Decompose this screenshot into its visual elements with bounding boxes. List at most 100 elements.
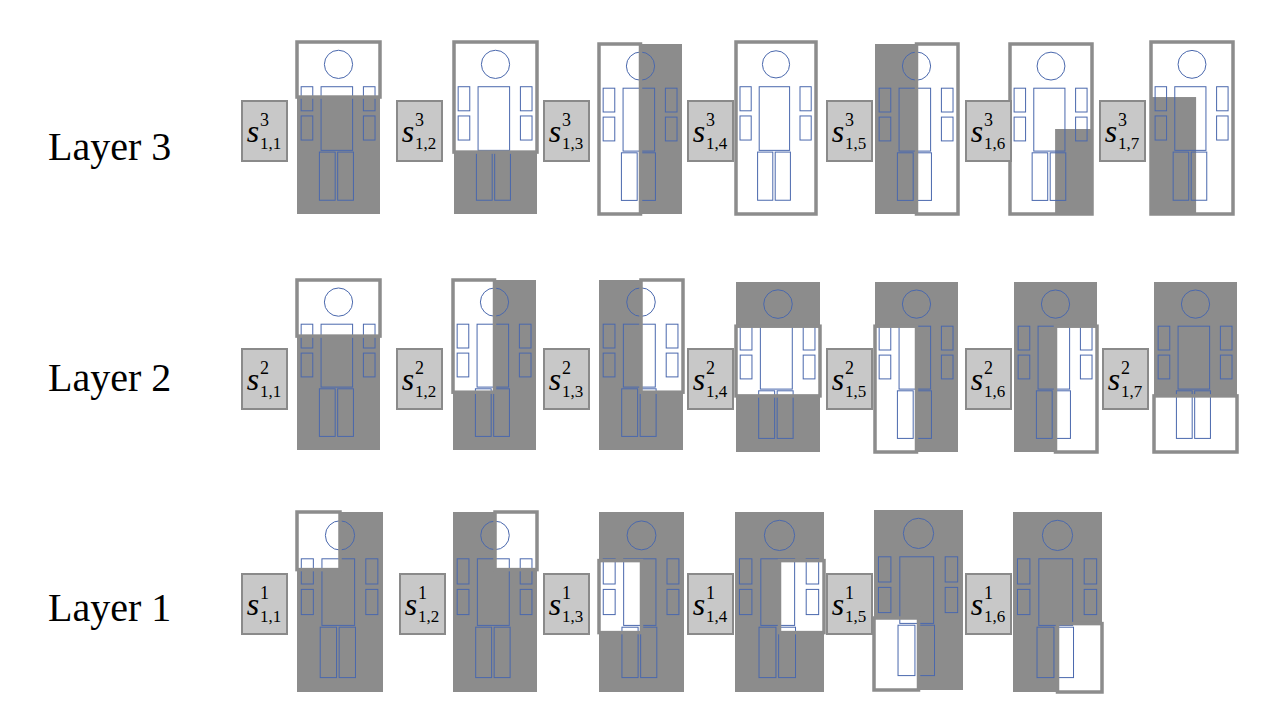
body-part-outline — [495, 152, 511, 200]
highlight-region — [736, 42, 816, 214]
body-part-outline — [1018, 355, 1030, 379]
body-part-outline — [519, 353, 531, 377]
body-part-outline — [603, 324, 615, 348]
state-box: s11,5 — [826, 573, 873, 635]
state-symbol: s — [402, 115, 414, 147]
body-part-outline — [1217, 87, 1228, 111]
state-box: s31,7 — [1099, 100, 1146, 162]
index-stack: 21,5 — [845, 359, 866, 400]
layer-index: 1 — [706, 584, 715, 602]
state-box: s11,1 — [241, 573, 288, 635]
position-index: 1,2 — [415, 135, 436, 152]
state-box: s31,2 — [396, 100, 443, 162]
position-index: 1,3 — [562, 608, 583, 625]
body-part-outline — [320, 627, 336, 677]
index-stack: 11,2 — [418, 584, 439, 625]
body-part-outline — [739, 589, 751, 614]
highlight-region — [1154, 396, 1237, 452]
body-part-outline — [478, 87, 510, 151]
body-figure — [297, 42, 380, 214]
body-part-outline — [803, 355, 815, 379]
position-index: 1,4 — [706, 135, 727, 152]
body-part-outline — [900, 557, 934, 624]
body-part-outline — [740, 326, 752, 350]
layer-index: 2 — [562, 359, 571, 377]
index-stack: 11,3 — [562, 584, 583, 625]
state-box: s21,5 — [826, 348, 873, 410]
body-part-outline — [1155, 116, 1166, 140]
highlight-border — [1151, 42, 1233, 214]
position-index: 1,7 — [1118, 135, 1139, 152]
index-stack: 31,2 — [415, 111, 436, 152]
layer-index: 2 — [1121, 359, 1130, 377]
position-index: 1,2 — [418, 608, 439, 625]
state-symbol: s — [693, 363, 705, 395]
body-figure — [297, 512, 383, 692]
body-part-outline — [321, 324, 353, 387]
body-figure — [875, 282, 958, 452]
body-part-outline — [457, 353, 469, 377]
body-part-outline — [878, 557, 890, 582]
position-index: 1,1 — [260, 608, 281, 625]
body-part-outline — [775, 152, 790, 200]
body-part-outline — [1084, 589, 1096, 614]
body-part-outline — [457, 324, 469, 348]
position-index: 1,4 — [706, 383, 727, 400]
head-outline — [324, 288, 352, 316]
body-part-outline — [301, 116, 313, 140]
grey-background — [453, 280, 536, 450]
body-part-outline — [800, 87, 811, 111]
state-symbol: s — [247, 363, 259, 395]
head-outline — [764, 290, 793, 319]
head-outline — [324, 50, 352, 78]
head-outline — [1042, 520, 1072, 550]
state-box: s11,4 — [687, 573, 734, 635]
position-index: 1,5 — [845, 608, 866, 625]
highlight-border — [297, 512, 340, 570]
highlight-region — [1151, 42, 1233, 214]
layer-label: Layer 3 — [48, 125, 171, 169]
body-part-outline — [603, 589, 615, 614]
body-part-outline — [803, 326, 815, 350]
body-part-outline — [941, 326, 953, 350]
body-part-outline — [622, 389, 638, 437]
body-part-outline — [475, 389, 491, 437]
highlight-region — [736, 326, 820, 396]
index-stack: 21,2 — [415, 359, 436, 400]
body-figure — [599, 280, 683, 450]
index-stack: 11,4 — [706, 584, 727, 625]
state-box: s21,3 — [543, 348, 590, 410]
body-part-outline — [519, 324, 531, 348]
body-part-outline — [603, 117, 615, 141]
body-part-outline — [338, 152, 354, 200]
body-part-outline — [1084, 559, 1096, 584]
highlight-border — [641, 280, 683, 392]
state-box: s31,5 — [826, 100, 873, 162]
layer-index: 2 — [845, 359, 854, 377]
highlight-border — [917, 44, 959, 214]
layer-index: 3 — [706, 111, 715, 129]
body-part-outline — [301, 559, 313, 584]
body-part-outline — [1017, 559, 1029, 584]
state-box: s21,6 — [965, 348, 1012, 410]
body-figure — [735, 512, 824, 692]
layer-index: 1 — [562, 584, 571, 602]
body-part-outline — [1018, 326, 1030, 350]
index-stack: 31,1 — [260, 111, 281, 152]
state-symbol: s — [693, 115, 705, 147]
body-figure — [297, 280, 380, 450]
body-part-outline — [1039, 559, 1073, 626]
grey-background — [1151, 42, 1233, 214]
body-figure — [1154, 282, 1237, 452]
body-part-outline — [1076, 88, 1087, 112]
body-part-outline — [897, 391, 913, 439]
highlight-border — [875, 326, 917, 452]
state-symbol: s — [971, 115, 983, 147]
body-part-outline — [339, 627, 355, 677]
body-part-outline — [1017, 589, 1029, 614]
highlight-region — [297, 512, 340, 570]
body-part-outline — [520, 116, 532, 140]
body-part-outline — [1195, 391, 1211, 439]
index-stack: 31,4 — [706, 111, 727, 152]
